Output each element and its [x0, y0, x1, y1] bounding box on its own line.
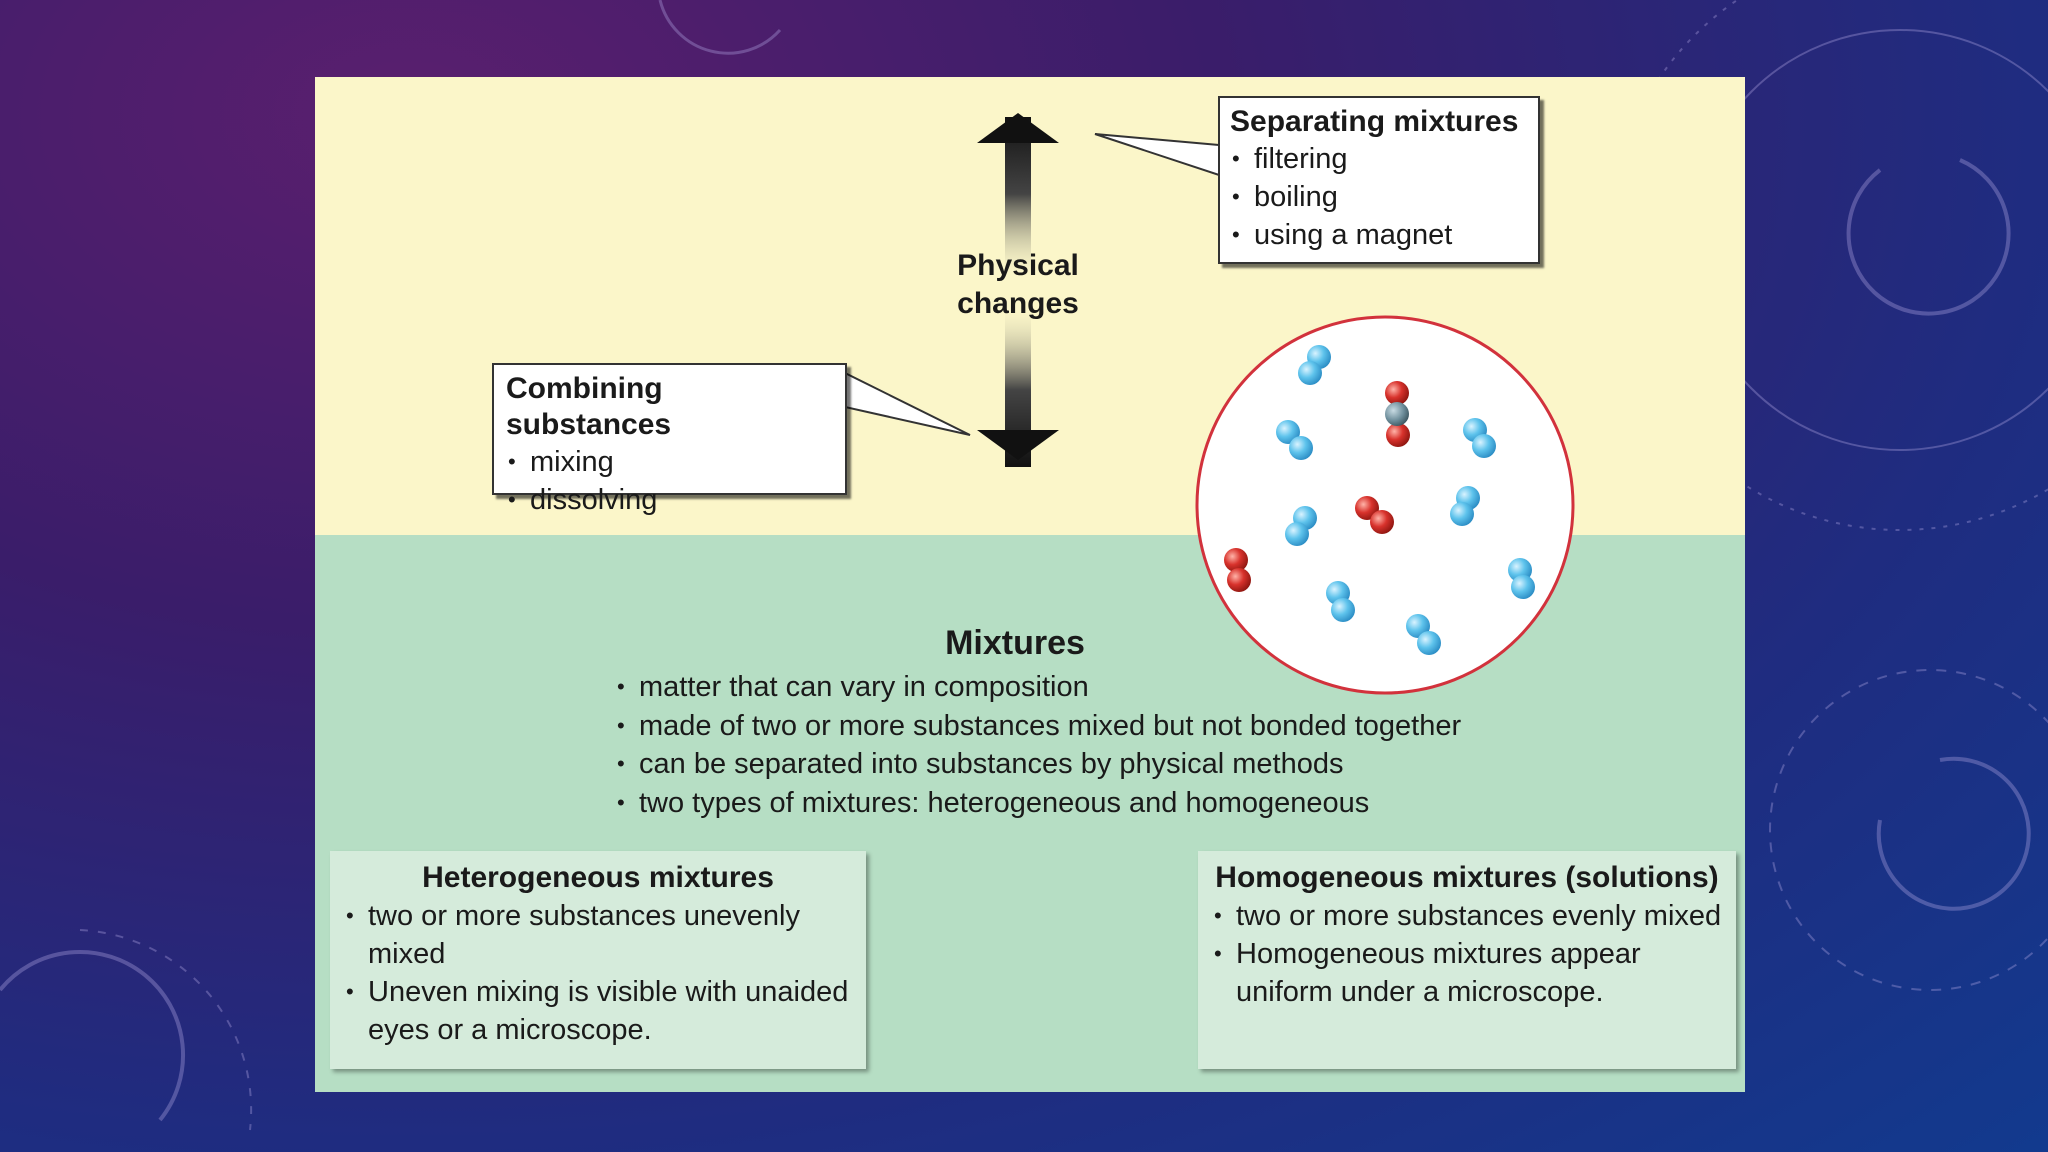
mixtures-title: Mixtures: [945, 624, 1085, 662]
combining-substances-callout: Combining substances mixing dissolving: [492, 363, 847, 519]
physical-changes-line1: Physical: [957, 249, 1079, 282]
heterogeneous-mixtures-box: Heterogeneous mixtures two or more subst…: [330, 851, 866, 1069]
list-item: two or more substances unevenly mixed: [344, 897, 852, 973]
list-item: boiling: [1230, 178, 1528, 216]
heterogeneous-title: Heterogeneous mixtures: [422, 861, 774, 894]
separating-mixtures-title: Separating mixtures: [1230, 105, 1519, 138]
mixtures-block: Mixtures matter that can vary in composi…: [615, 622, 1515, 822]
list-item: two types of mixtures: heterogeneous and…: [615, 784, 1515, 823]
homogeneous-title: Homogeneous mixtures (solutions): [1215, 861, 1719, 894]
list-item: using a magnet: [1230, 216, 1528, 254]
double-arrow-icon: [977, 113, 1059, 467]
separating-pointer: [1094, 133, 1220, 177]
homogeneous-list: two or more substances evenly mixed Homo…: [1212, 897, 1722, 1011]
homogeneous-mixtures-box: Homogeneous mixtures (solutions) two or …: [1198, 851, 1736, 1069]
list-item: dissolving: [506, 481, 833, 519]
list-item: Uneven mixing is visible with unaided ey…: [344, 973, 852, 1049]
list-item: can be separated into substances by phys…: [615, 745, 1515, 784]
combining-substances-list: mixing dissolving: [506, 443, 833, 519]
list-item: made of two or more substances mixed but…: [615, 707, 1515, 746]
diagram-panel: Physical changes Separating mixtures fil…: [315, 77, 1745, 1092]
physical-changes-label: Physical changes: [940, 247, 1096, 323]
heterogeneous-list: two or more substances unevenly mixed Un…: [344, 897, 852, 1049]
physical-changes-line2: changes: [957, 287, 1079, 320]
combining-substances-title: Combining substances: [506, 372, 672, 441]
separating-mixtures-list: filtering boiling using a magnet: [1230, 140, 1528, 254]
list-item: filtering: [1230, 140, 1528, 178]
mixtures-list: matter that can vary in composition made…: [615, 668, 1515, 822]
list-item: Homogeneous mixtures appear uniform unde…: [1212, 935, 1722, 1011]
combining-pointer: [844, 371, 971, 436]
list-item: two or more substances evenly mixed: [1212, 897, 1722, 935]
list-item: matter that can vary in composition: [615, 668, 1515, 707]
list-item: mixing: [506, 443, 833, 481]
separating-mixtures-callout: Separating mixtures filtering boiling us…: [1218, 96, 1540, 264]
